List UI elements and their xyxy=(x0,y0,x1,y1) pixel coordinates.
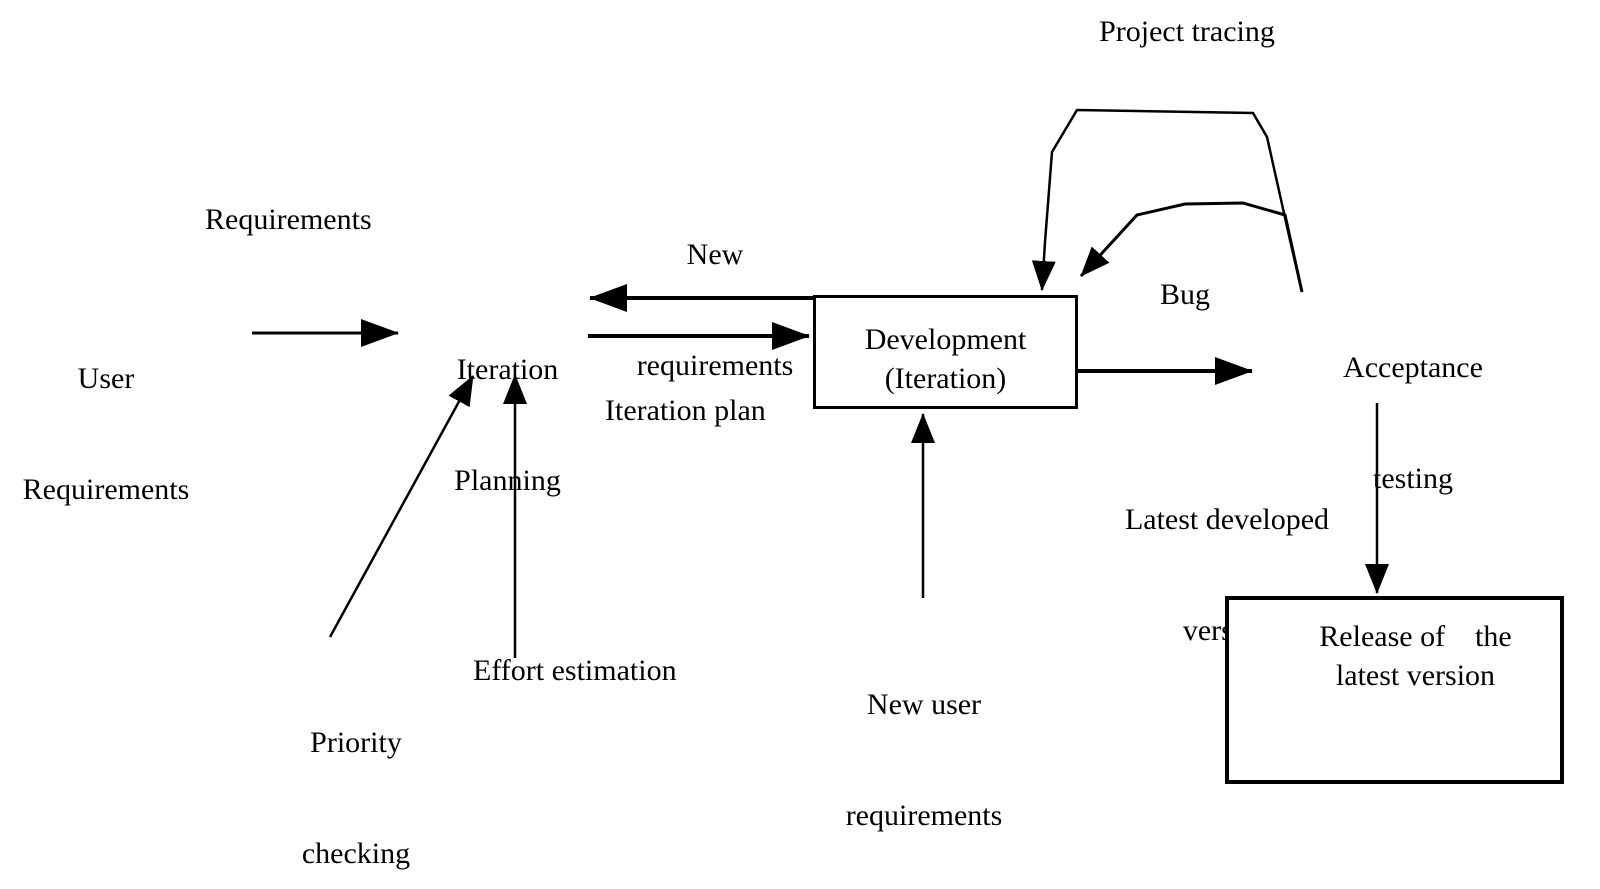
label-acceptance-testing-line1: Acceptance xyxy=(1343,351,1483,384)
label-acceptance-testing: Acceptance testing xyxy=(1333,275,1493,571)
label-user-requirements: User Requirements xyxy=(6,286,206,582)
label-new-requirements-line1: New xyxy=(686,238,744,271)
label-priority-checking-line2: checking xyxy=(301,837,411,870)
label-iteration-planning: Iteration Planning xyxy=(435,277,580,573)
development-box-line2: (Iteration) xyxy=(884,362,1007,395)
label-priority-checking: Priority checking xyxy=(296,650,416,889)
label-user-requirements-line1: User xyxy=(77,362,135,395)
label-iteration-plan: Iteration plan xyxy=(605,394,766,427)
arrow-priority-checking-to-iteration-planning xyxy=(328,375,475,638)
label-bug: Bug xyxy=(1160,278,1211,311)
label-priority-checking-line1: Priority xyxy=(310,726,402,759)
label-new-user-requirements: New user requirements xyxy=(824,612,1024,889)
release-box-line2: latest version xyxy=(1335,659,1496,692)
label-new-requirements-line2: requirements xyxy=(636,349,794,382)
label-iteration-planning-line2: Planning xyxy=(454,464,561,497)
arrow-bug-loop xyxy=(1079,201,1304,293)
label-user-requirements-line2: Requirements xyxy=(22,473,190,506)
label-iteration-planning-line1: Iteration xyxy=(456,353,559,386)
arrow-project-tracing-loop xyxy=(1031,108,1304,293)
development-box-line1: Development xyxy=(864,323,1027,356)
label-new-requirements: New requirements xyxy=(615,162,815,458)
release-box-line1: Release of the xyxy=(1319,620,1512,653)
release-latest-version-box: Release of the latest version xyxy=(1225,596,1564,784)
label-new-user-requirements-line2: requirements xyxy=(845,799,1003,832)
label-latest-developed-version-line1: Latest developed xyxy=(1124,503,1330,536)
label-requirements: Requirements xyxy=(205,203,372,236)
label-new-user-requirements-line1: New user xyxy=(866,688,982,721)
label-acceptance-testing-line2: testing xyxy=(1373,462,1453,495)
label-effort-estimation: Effort estimation xyxy=(473,654,677,687)
development-iteration-box: Development (Iteration) xyxy=(813,295,1078,409)
label-project-tracing: Project tracing xyxy=(1099,15,1275,48)
